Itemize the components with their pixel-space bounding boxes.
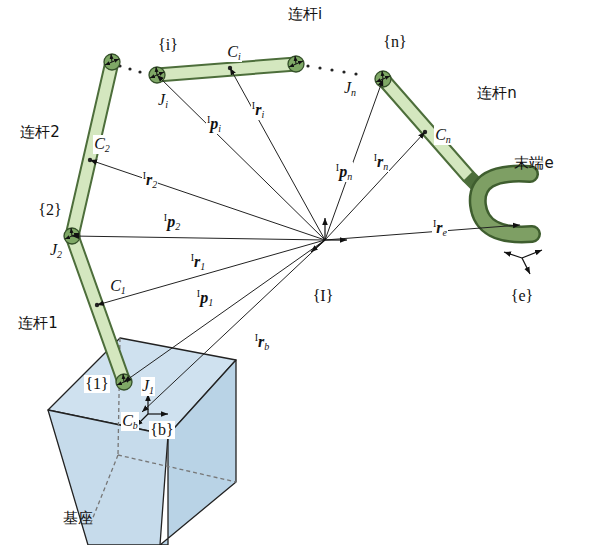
position-vector xyxy=(72,236,325,240)
frame-axis xyxy=(148,413,168,414)
symbol-label: C2 xyxy=(93,135,111,154)
link-bar xyxy=(72,236,124,382)
ellipsis-dot xyxy=(138,70,141,73)
link-bar xyxy=(72,236,124,382)
frame-axis xyxy=(504,252,522,258)
symbol-label: Ip1 xyxy=(196,288,214,308)
symbol-label: Ip2 xyxy=(163,212,181,232)
joint-axis xyxy=(296,61,303,64)
position-vector xyxy=(230,68,325,240)
position-vector xyxy=(325,132,425,240)
gripper xyxy=(478,174,532,235)
symbol-label: Irb xyxy=(254,332,271,352)
symbol-label: Ipi xyxy=(206,114,222,134)
part-name: 末端e xyxy=(513,155,554,172)
joint xyxy=(288,56,304,72)
symbol-label: Ire xyxy=(432,218,448,238)
frame-axis xyxy=(324,218,325,240)
symbol-label: Ipn xyxy=(335,162,353,182)
symbol-label: J2 xyxy=(49,241,63,260)
joint-axis xyxy=(65,236,72,239)
position-vector xyxy=(124,240,325,382)
joint-axis xyxy=(156,67,157,75)
joint-axis xyxy=(289,64,296,67)
link-bar xyxy=(383,79,468,176)
symbol-label: Ji xyxy=(157,91,169,110)
position-vector xyxy=(157,75,325,240)
base-box: 基座 xyxy=(59,505,97,532)
joint-axis xyxy=(157,72,164,75)
frame-axis xyxy=(522,250,542,258)
symbol-label: Cb xyxy=(121,412,139,431)
symbol-label: Cn xyxy=(434,126,452,145)
frame-axis xyxy=(522,258,530,274)
part-name: 连杆n xyxy=(476,85,518,102)
link-bar xyxy=(157,64,296,75)
symbol-label: {1} xyxy=(84,375,109,393)
position-vector xyxy=(142,240,325,412)
symbol-label: J1 xyxy=(141,377,155,396)
link-bar xyxy=(72,62,112,236)
link-bar xyxy=(383,79,468,176)
position-vector xyxy=(325,79,383,240)
link-bar xyxy=(157,64,296,75)
symbol-label: {I} xyxy=(312,287,335,305)
gripper xyxy=(478,174,532,235)
symbol-label: {e} xyxy=(510,287,534,305)
frame-axis xyxy=(311,240,325,252)
joint xyxy=(104,54,120,70)
symbol-label: Jn xyxy=(343,79,357,98)
joint-axis xyxy=(112,59,119,62)
position-vectors xyxy=(72,68,520,412)
ellipsis-dot xyxy=(318,66,321,69)
position-vector xyxy=(325,225,520,240)
link-bar xyxy=(72,62,112,236)
ellipsis-dot xyxy=(128,67,131,70)
symbol-label: {b} xyxy=(149,421,174,439)
part-name: 连杆1 xyxy=(17,315,59,332)
frame-axis xyxy=(325,239,347,240)
symbol-label: {n} xyxy=(382,33,407,51)
position-vector xyxy=(90,160,325,240)
symbol-label: Ci xyxy=(226,43,241,62)
links xyxy=(64,54,532,390)
symbol-label: Iri xyxy=(251,100,265,120)
joint-axis xyxy=(71,228,72,236)
symbol-label: {2} xyxy=(37,201,62,219)
ellipsis-dot xyxy=(342,70,345,73)
frames xyxy=(136,218,542,426)
part-name: 连杆2 xyxy=(19,124,61,141)
joint-axis xyxy=(117,382,124,385)
ellipsis-dot xyxy=(306,64,309,67)
symbol-label: Ir1 xyxy=(190,252,207,272)
frame-axis xyxy=(147,394,148,414)
joint-axis xyxy=(383,76,390,79)
ellipsis-dot xyxy=(330,68,333,71)
joint-axis xyxy=(150,75,157,78)
symbol-label: Ir2 xyxy=(142,170,159,190)
ellipsis-dot xyxy=(354,72,357,75)
symbol-label: C1 xyxy=(109,277,127,296)
joint-axis xyxy=(123,374,124,382)
part-name: 连杆i xyxy=(287,6,323,23)
joint-axis xyxy=(295,56,296,64)
joint-axis xyxy=(382,71,383,79)
symbol-label: {i} xyxy=(157,36,179,54)
symbol-label: Irn xyxy=(373,152,390,172)
joint-axis xyxy=(111,54,112,62)
base-label: 基座 xyxy=(63,509,93,527)
joint-axis xyxy=(105,62,112,65)
